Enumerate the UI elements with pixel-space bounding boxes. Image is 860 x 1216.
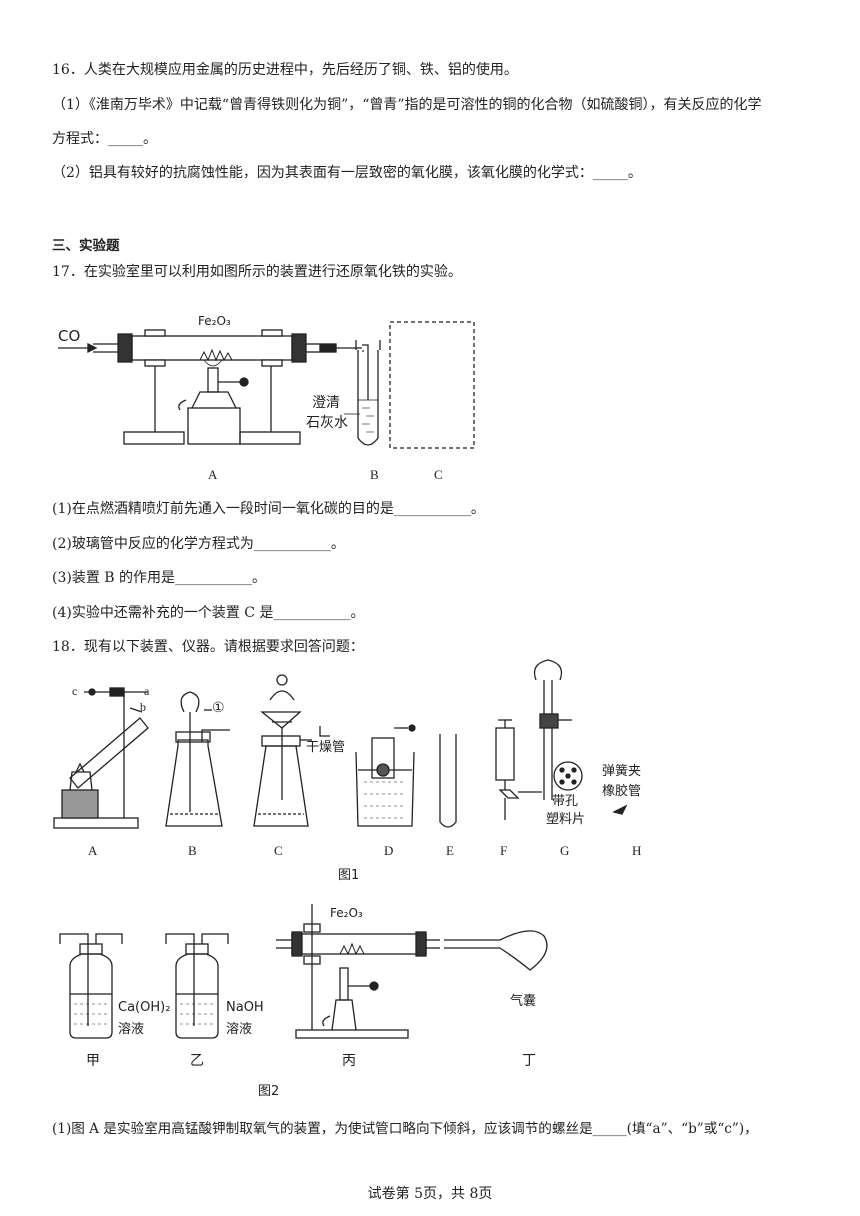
- fig1-label-h: H: [632, 843, 642, 858]
- limewater-label-1: 澄清: [312, 395, 340, 411]
- q16-part2: （2）铝具有较好的抗腐蚀性能，因为其表面有一层致密的氧化膜，该氧化膜的化学式：_…: [52, 165, 642, 181]
- q17-stem: 17．在实验室里可以利用如图所示的装置进行还原氧化铁的实验。: [52, 264, 462, 280]
- fig-label-a: A: [208, 467, 218, 482]
- fig1-label-e: E: [446, 843, 454, 858]
- fig1-label-b: B: [188, 843, 197, 858]
- fig2-bag: 气囊: [510, 994, 537, 1009]
- section-heading: 三、实验题: [52, 238, 120, 254]
- q16-part1-line1: （1）《淮南万毕术》中记载“曾青得铁则化为铜”，“曾青”指的是可溶性的铜的化合物…: [52, 97, 762, 113]
- q16-stem: 16．人类在大规模应用金属的历史进程中，先后经历了铜、铁、铝的使用。: [52, 62, 518, 78]
- fig2-solution-2: 溶液: [226, 1022, 253, 1037]
- fig1-clip-2: 橡胶管: [602, 784, 642, 799]
- fig2-caoh2: Ca(OH)₂: [118, 1000, 171, 1015]
- fig1-label-d: D: [384, 843, 394, 858]
- fig1-label-f: F: [500, 843, 508, 858]
- fig1-caption: 图1: [338, 868, 360, 883]
- q17-sub1: (1)在点燃酒精喷灯前先通入一段时间一氧化碳的目的是___________。: [52, 501, 485, 517]
- fig2-naoh: NaOH: [226, 1000, 264, 1015]
- fig1-screw-b: b: [140, 700, 146, 714]
- limewater-label-2: 石灰水: [306, 415, 348, 431]
- co-label: CO: [58, 327, 81, 345]
- fig1-label-c: C: [274, 843, 283, 858]
- fig1-circle-1: ①: [212, 701, 225, 716]
- fe2o3-label: Fe₂O₃: [198, 314, 231, 328]
- fig2-label-jia: 甲: [86, 1053, 100, 1069]
- fig2-label-yi: 乙: [190, 1053, 204, 1069]
- q16-part1-line2: 方程式：_____。: [52, 131, 157, 147]
- fig2-caption: 图2: [258, 1084, 280, 1099]
- fig1-dry-tube: 干燥管: [306, 740, 346, 755]
- fig-label-b: B: [370, 467, 379, 482]
- fig2-label-ding: 丁: [522, 1053, 536, 1069]
- q17-sub4: (4)实验中还需补充的一个装置 C 是___________。: [52, 605, 365, 621]
- fig1-clip-1: 弹簧夹: [602, 764, 642, 779]
- q18-sub1: (1)图 A 是实验室用高锰酸钾制取氧气的装置，为使试管口略向下倾斜，应该调节的…: [52, 1121, 758, 1137]
- fig1-label-g: G: [560, 843, 570, 858]
- fig-label-c: C: [434, 467, 443, 482]
- page-footer: 试卷第 5页，共 8页: [367, 1186, 493, 1202]
- fig1-perforated-2: 塑料片: [546, 812, 586, 827]
- fig1-screw-c: c: [72, 684, 78, 698]
- fig1-perforated-1: 带孔: [552, 794, 579, 809]
- fig1-screw-a: a: [144, 684, 150, 698]
- fig1-label-a: A: [88, 843, 98, 858]
- q18-stem: 18．现有以下装置、仪器。请根据要求回答问题：: [52, 639, 364, 655]
- q17-sub3: (3)装置 B 的作用是___________。: [52, 570, 267, 586]
- fig2-fe2o3: Fe₂O₃: [330, 906, 363, 920]
- fig2-label-bing: 丙: [342, 1053, 356, 1069]
- fig2-solution-1: 溶液: [118, 1022, 145, 1037]
- q17-sub2: (2)玻璃管中反应的化学方程式为___________。: [52, 536, 345, 552]
